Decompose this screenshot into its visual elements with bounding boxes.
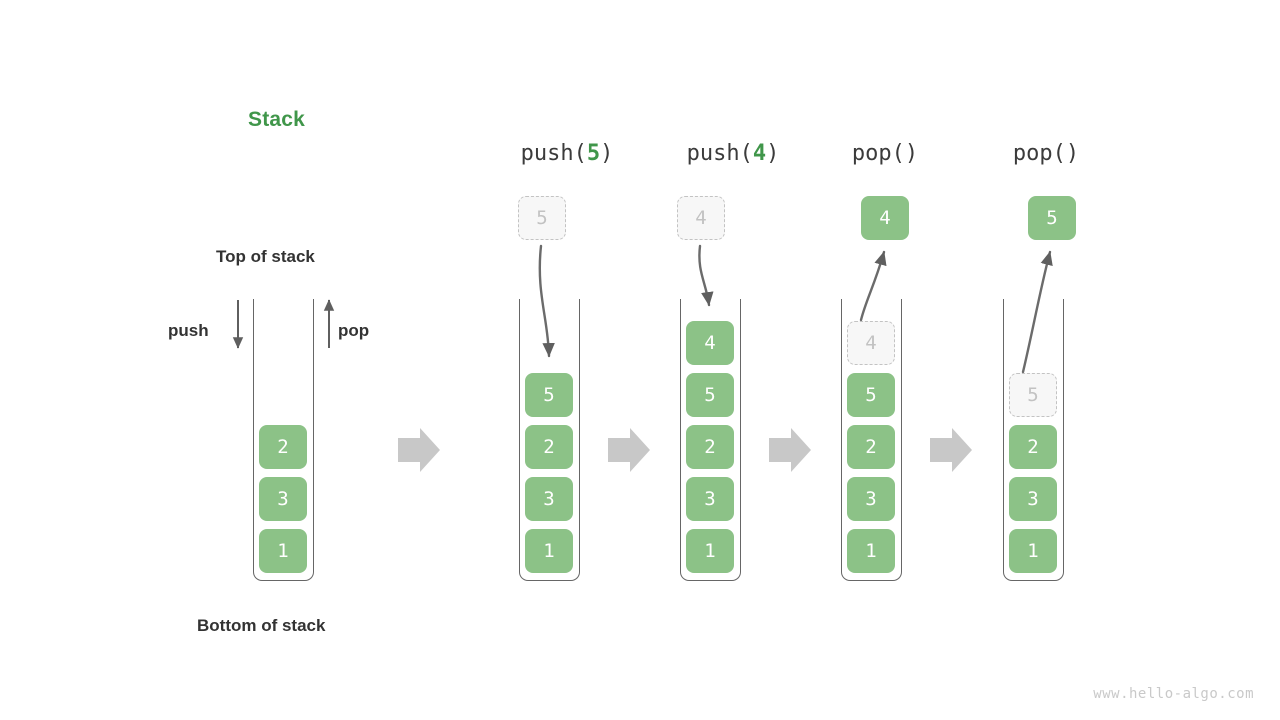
stack-cell: 2	[686, 425, 734, 469]
watermark: www.hello-algo.com	[1093, 686, 1254, 702]
stack-cell: 2	[259, 425, 307, 469]
op-prefix: pop(	[851, 141, 905, 166]
transition-arrow-icon-4	[930, 428, 972, 472]
stack-frame-pop-1	[841, 299, 902, 581]
stack-cell: 5	[686, 373, 734, 417]
label-bottom-of-stack: Bottom of stack	[197, 616, 326, 635]
transition-arrow-icon-2	[608, 428, 650, 472]
op-header-push-5: push(5)	[521, 141, 614, 166]
stack-frame-push-4	[680, 299, 741, 581]
op-header-push-4: push(4)	[687, 141, 780, 166]
stack-cell: 3	[259, 477, 307, 521]
stack-cell: 1	[259, 529, 307, 573]
stack-cell: 3	[847, 477, 895, 521]
op-suffix: )	[600, 141, 614, 166]
push-4-motion-arrow-icon	[698, 244, 714, 307]
stack-cell-ghost: 5	[1009, 373, 1057, 417]
transition-arrow-icon-1	[398, 428, 440, 472]
stack-cell: 2	[1009, 425, 1057, 469]
stack-cell: 2	[847, 425, 895, 469]
op-value: 4	[752, 141, 767, 166]
op-suffix: )	[1065, 141, 1080, 166]
op-prefix: push(	[686, 141, 753, 166]
op-prefix: pop(	[1012, 141, 1066, 166]
stack-cell: 1	[1009, 529, 1057, 573]
stack-cell-ghost: 4	[847, 321, 895, 365]
op-value: 5	[586, 141, 601, 166]
stack-frame-pop-2	[1003, 299, 1064, 581]
stack-cell: 1	[525, 529, 573, 573]
label-pop: pop	[338, 321, 370, 340]
stack-cell: 3	[686, 477, 734, 521]
stack-cell: 3	[1009, 477, 1057, 521]
stack-cell: 4	[686, 321, 734, 365]
op-header-pop-1: pop()	[852, 141, 918, 166]
floating-cell-ghost: 4	[677, 196, 725, 240]
op-header-pop-2: pop()	[1013, 141, 1079, 166]
floating-cell-popped: 4	[861, 196, 909, 240]
op-suffix: )	[904, 141, 919, 166]
label-push: push	[168, 321, 209, 340]
page-title: Stack	[248, 108, 306, 131]
stack-frame-initial	[253, 299, 314, 581]
op-suffix: )	[766, 141, 780, 166]
stack-cell: 5	[847, 373, 895, 417]
stack-cell: 3	[525, 477, 573, 521]
floating-cell-popped: 5	[1028, 196, 1076, 240]
transition-arrow-icon-3	[769, 428, 811, 472]
stack-cell: 5	[525, 373, 573, 417]
stack-cell: 1	[847, 529, 895, 573]
op-prefix: push(	[520, 141, 587, 166]
stack-frame-push-5	[519, 299, 580, 581]
stack-cell: 2	[525, 425, 573, 469]
label-top-of-stack: Top of stack	[216, 247, 315, 266]
stack-cell: 1	[686, 529, 734, 573]
floating-cell-ghost: 5	[518, 196, 566, 240]
